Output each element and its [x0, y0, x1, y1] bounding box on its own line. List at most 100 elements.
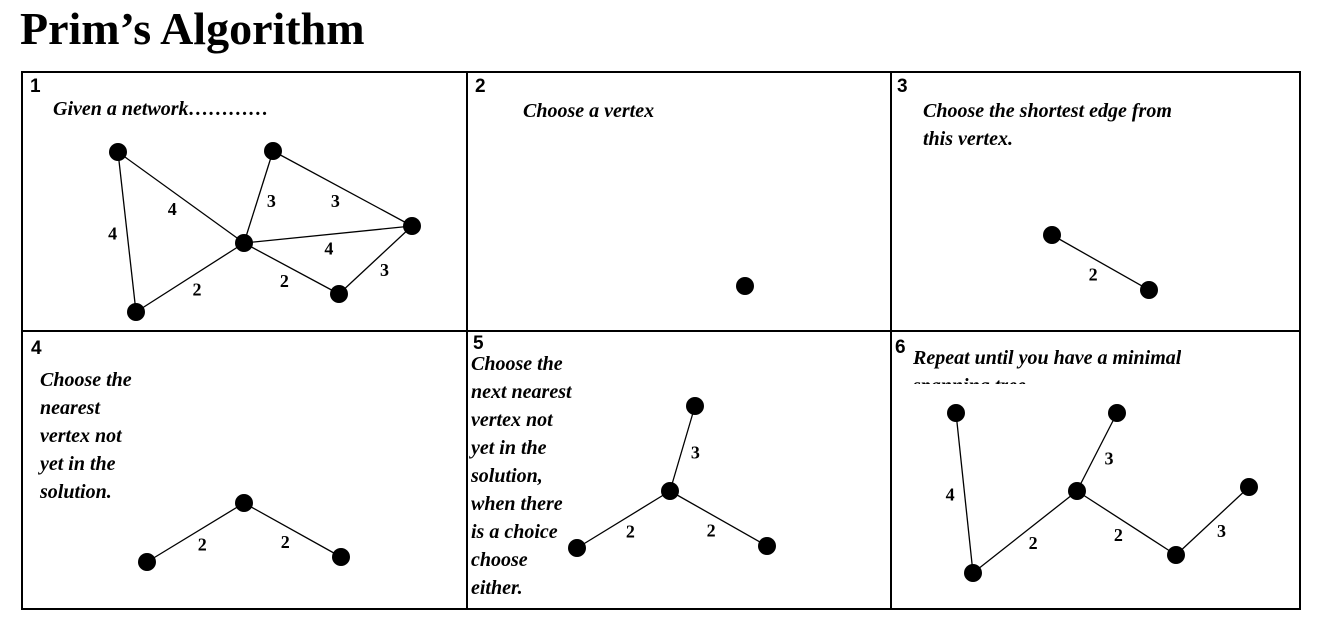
caption-line: Choose the [471, 353, 563, 375]
edge-weight-label: 3 [1104, 448, 1113, 468]
step-5-graph: 3 2 2 [568, 397, 776, 557]
grid-divider [890, 73, 892, 608]
caption-line: Choose a vertex [523, 100, 655, 122]
vertex-A [109, 143, 127, 161]
caption-line: yet in the [40, 453, 116, 475]
caption-line: either. [471, 577, 523, 599]
step-2-graph [736, 277, 754, 295]
edge-weight-label: 4 [168, 199, 177, 219]
edge-weight-label: 3 [380, 260, 389, 280]
edge-weight-label: 2 [198, 534, 207, 554]
caption-line: solution. [40, 481, 112, 503]
caption-line: vertex not [471, 409, 553, 431]
edge-E-C [146, 502, 245, 563]
vertex-E [138, 553, 156, 571]
step-2-number: 2 [475, 76, 486, 97]
caption-line: nearest [40, 397, 100, 419]
edge-C-F [243, 242, 340, 295]
vertex-D [403, 217, 421, 235]
step-3-number: 3 [897, 76, 908, 97]
vertex-B [686, 397, 704, 415]
caption-line: spanning tree. [913, 372, 1181, 384]
edge-C-F [1076, 490, 1177, 556]
edge-B-C [669, 405, 696, 492]
edge-weight-label: 2 [707, 521, 716, 541]
caption-line: Given a network………… [53, 98, 269, 120]
edge-C-E [135, 242, 245, 313]
step-6-number: 6 [895, 337, 906, 358]
edge-weight-label: 2 [1114, 525, 1123, 545]
vertex-C [736, 277, 754, 295]
vertex-D [1240, 478, 1258, 496]
edge-weight-label: 4 [324, 238, 333, 258]
vertex-F [758, 537, 776, 555]
steps-grid [21, 71, 1301, 610]
vertex-A [947, 404, 965, 422]
edge-weight-label: 4 [108, 224, 117, 244]
edge-C-F [669, 490, 768, 547]
edge-C-D [243, 225, 413, 244]
edge-B-C [243, 150, 274, 244]
caption-line: next nearest [471, 381, 572, 403]
edge-F-D [338, 225, 413, 295]
vertex-F [1140, 281, 1158, 299]
step-2-caption: Choose a vertex [523, 97, 654, 125]
edge-weight-label: 2 [280, 271, 289, 291]
edge-C-F [243, 502, 342, 558]
edge-C-E [576, 490, 671, 549]
page-title: Prim’s Algorithm [20, 3, 365, 54]
vertex-B [264, 142, 282, 160]
edge-weight-label: 2 [193, 279, 202, 299]
caption-line: Choose the [40, 369, 132, 391]
edge-C-F [1051, 234, 1150, 291]
step-5-number: 5 [473, 333, 484, 354]
step-4-caption: Choose the nearest vertex not yet in the… [40, 366, 132, 506]
step-3-caption: Choose the shortest edge from this verte… [923, 97, 1172, 153]
vertex-E [964, 564, 982, 582]
caption-line: solution, [471, 465, 543, 487]
edge-weight-label: 2 [281, 532, 290, 552]
edge-A-E [117, 151, 137, 313]
edge-weight-label: 3 [1217, 521, 1226, 541]
vertex-F [332, 548, 350, 566]
caption-line: Repeat until you have a minimal [913, 347, 1182, 369]
edge-B-D [272, 150, 413, 227]
vertex-C [235, 494, 253, 512]
step-5-caption: Choose the next nearest vertex not yet i… [471, 350, 572, 602]
caption-line: this vertex. [923, 128, 1013, 150]
edge-B-C [1076, 412, 1118, 492]
step-1-caption: Given a network………… [53, 95, 269, 123]
caption-line: is a choice [471, 521, 558, 543]
caption-line: when there [471, 493, 563, 515]
edge-weight-label: 3 [267, 191, 276, 211]
edge-weight-label: 2 [1089, 265, 1098, 285]
step-1-graph: 4 4 3 3 4 2 2 3 [108, 142, 421, 321]
edge-weight-label: 2 [1029, 533, 1038, 553]
edge-A-E [955, 412, 974, 574]
step-4-number: 4 [31, 338, 42, 359]
step-1-number: 1 [30, 76, 41, 97]
caption-line: vertex not [40, 425, 122, 447]
step-6-caption: Repeat until you have a minimal spanning… [913, 344, 1181, 384]
grid-divider [466, 73, 468, 608]
vertex-F [330, 285, 348, 303]
edge-weight-label: 3 [331, 191, 340, 211]
edge-F-D [1175, 486, 1250, 556]
caption-line: choose [471, 549, 528, 571]
vertex-F [1167, 546, 1185, 564]
grid-divider [23, 330, 1299, 332]
edge-weight-label: 2 [626, 521, 635, 541]
vertex-B [1108, 404, 1126, 422]
vertex-C [661, 482, 679, 500]
vertex-C [1068, 482, 1086, 500]
vertex-C [1043, 226, 1061, 244]
caption-line: yet in the [471, 437, 547, 459]
edge-C-E [972, 490, 1078, 574]
vertex-E [127, 303, 145, 321]
caption-line: Choose the shortest edge from [923, 100, 1172, 122]
edge-weight-label: 3 [691, 442, 700, 462]
vertex-C [235, 234, 253, 252]
